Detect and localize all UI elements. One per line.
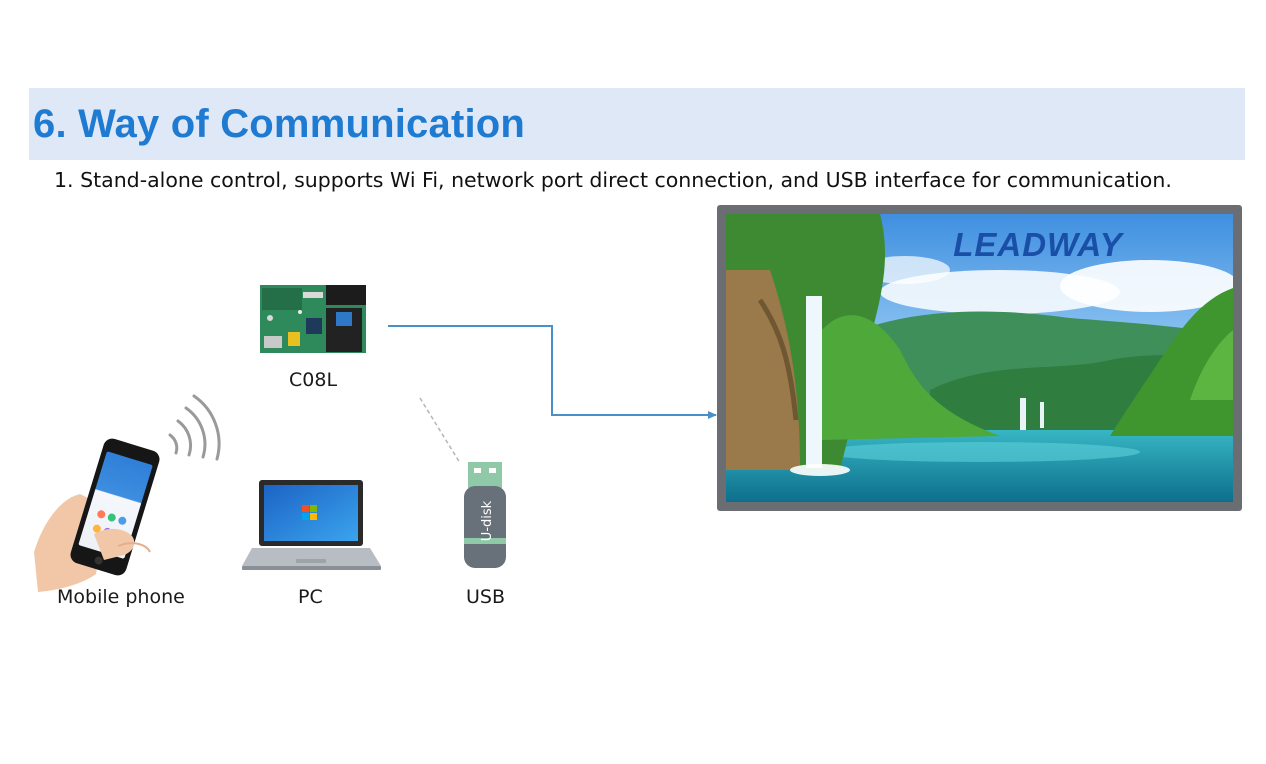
control-board-icon (260, 285, 366, 353)
led-display-icon: LEADWAY (717, 205, 1242, 511)
mobile-phone-label: Mobile phone (57, 586, 185, 608)
network-connection-line (388, 325, 717, 419)
page-title: 6. Way of Communication (33, 102, 526, 146)
usb-connection-line (419, 397, 461, 464)
subtitle: 1. Stand-alone control, supports Wi Fi, … (54, 168, 1172, 192)
display-brand-logo: LEADWAY (953, 226, 1125, 263)
usb-label: USB (466, 586, 506, 608)
laptop-icon (242, 480, 381, 570)
pc-label: PC (298, 586, 323, 608)
wifi-signal-icon (168, 394, 221, 461)
usb-drive-icon: U-disk (464, 462, 506, 568)
usb-drive-label: U-disk (480, 500, 495, 541)
title-banner: 6. Way of Communication (29, 88, 1245, 160)
controller-label: C08L (289, 369, 338, 391)
smartphone-wifi-icon (34, 438, 160, 592)
